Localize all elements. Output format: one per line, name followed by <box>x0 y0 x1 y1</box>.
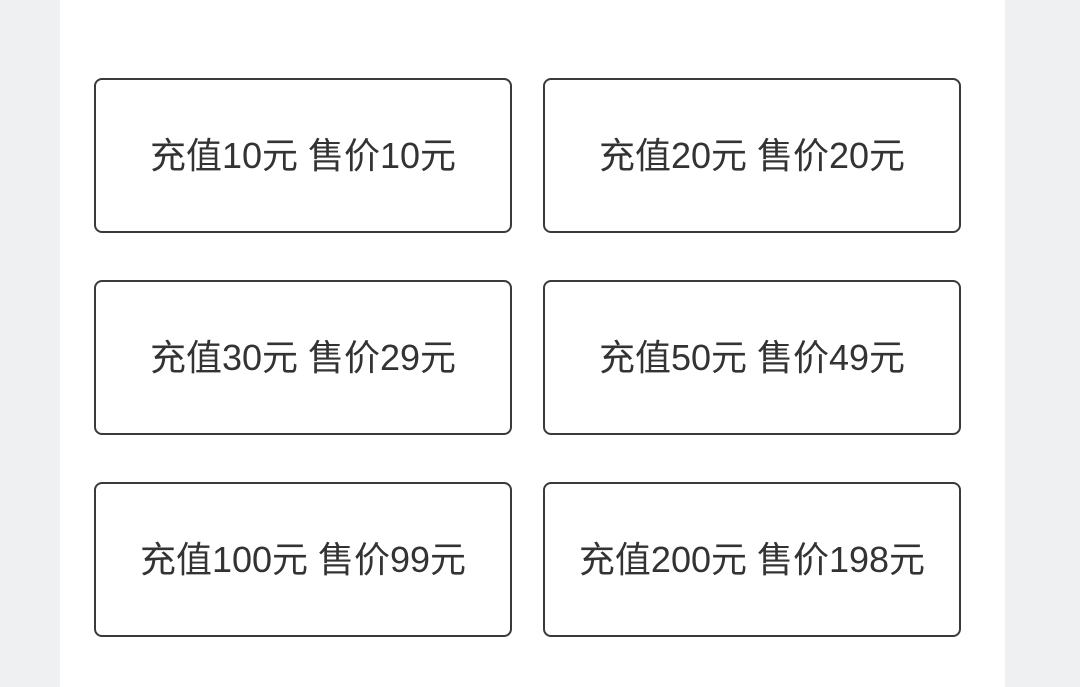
package-label-4: 充值50元 售价49元 <box>598 336 906 378</box>
package-label-5: 充值100元 售价99元 <box>139 538 467 580</box>
recharge-package-grid: 充值10元 售价10元 充值20元 售价20元 充值30元 售价29元 充值50… <box>94 78 962 637</box>
package-card-2[interactable]: 充值20元 售价20元 <box>543 78 961 233</box>
package-label-2: 充值20元 售价20元 <box>598 134 906 176</box>
package-label-6: 充值200元 售价198元 <box>578 538 926 580</box>
content-area: 充值10元 售价10元 充值20元 售价20元 充值30元 售价29元 充值50… <box>60 0 1005 687</box>
package-card-6[interactable]: 充值200元 售价198元 <box>543 482 961 637</box>
package-label-3: 充值30元 售价29元 <box>149 336 457 378</box>
package-card-3[interactable]: 充值30元 售价29元 <box>94 280 512 435</box>
package-card-4[interactable]: 充值50元 售价49元 <box>543 280 961 435</box>
package-label-1: 充值10元 售价10元 <box>149 134 457 176</box>
package-card-5[interactable]: 充值100元 售价99元 <box>94 482 512 637</box>
package-card-1[interactable]: 充值10元 售价10元 <box>94 78 512 233</box>
